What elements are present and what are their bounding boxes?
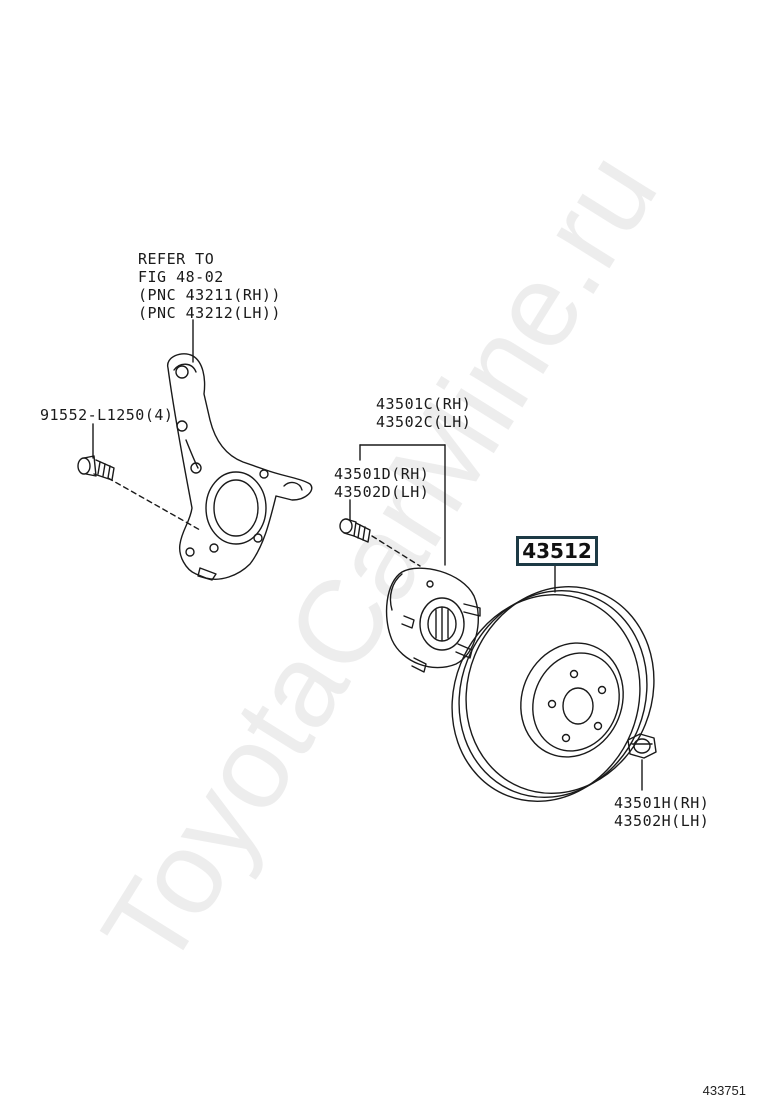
hub-stud	[339, 518, 371, 543]
hub-bearing-assembly	[385, 567, 481, 673]
knuckle-ref-line1: REFER TO	[138, 250, 215, 268]
flange-bolt	[77, 455, 115, 481]
callout-nut-lh[interactable]: 43502H(LH)	[614, 812, 710, 830]
callout-hub-rh[interactable]: 43501C(RH)	[376, 395, 472, 413]
knuckle-reference-note: REFER TO FIG 48-02 (PNC 43211(RH)) (PNC …	[138, 250, 281, 322]
hub-nut	[627, 733, 657, 759]
callout-stud: 43501D(RH) 43502D(LH)	[334, 465, 429, 501]
figure-number: 433751	[702, 1083, 746, 1098]
knuckle-ref-line2: FIG 48-02	[138, 268, 224, 286]
callout-nut: 43501H(RH) 43502H(LH)	[614, 794, 709, 830]
callout-nut-rh[interactable]: 43501H(RH)	[614, 794, 710, 812]
callout-rotor[interactable]: 43512	[516, 536, 598, 566]
callout-hub-lh[interactable]: 43502C(LH)	[376, 413, 472, 431]
callout-stud-lh[interactable]: 43502D(LH)	[334, 483, 430, 501]
steering-knuckle	[167, 353, 313, 581]
callout-stud-rh[interactable]: 43501D(RH)	[334, 465, 430, 483]
knuckle-ref-line4: (PNC 43212(LH))	[138, 304, 281, 322]
knuckle-ref-line3: (PNC 43211(RH))	[138, 286, 281, 304]
disc-rotor	[451, 586, 655, 802]
callout-hub: 43501C(RH) 43502C(LH)	[376, 395, 471, 431]
leader-lines	[92, 319, 643, 791]
callout-bolt[interactable]: 91552-L1250(4)	[40, 406, 174, 424]
